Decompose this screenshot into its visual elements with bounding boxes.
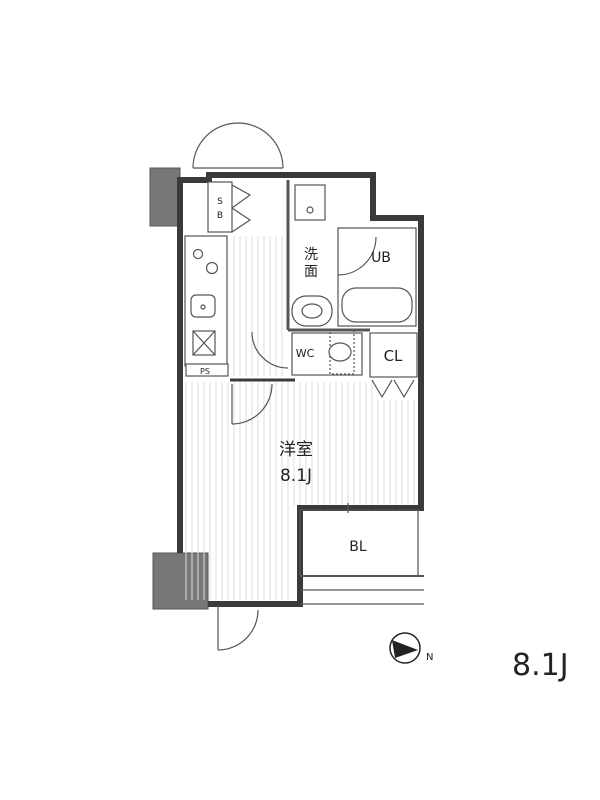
washroom-label-1: 洗 [304, 247, 318, 263]
column-top-left [149, 167, 181, 227]
compass-north-label: N [426, 652, 433, 663]
shoe-box-label-s: S [217, 197, 223, 207]
area-caption: 8.1J [512, 648, 569, 683]
wash-basin-icon [291, 295, 333, 327]
kitchen-sink-icon [190, 294, 216, 318]
wc-door-swing [251, 331, 289, 369]
toilet-room [291, 332, 363, 376]
stove-burner-icon [205, 261, 219, 275]
shoe-box-label-b: B [217, 211, 223, 221]
toilet-label: WC [296, 347, 315, 360]
western-room-label: 洋室 [279, 440, 313, 460]
balcony-door-swing [217, 609, 259, 651]
room-door-swing [231, 383, 273, 425]
washroom-label-2: 面 [304, 264, 318, 280]
shoe-box [207, 181, 233, 233]
closet-label: CL [384, 347, 403, 365]
closet [369, 332, 418, 378]
washing-machine-space [294, 184, 326, 221]
bath-door-swing [337, 236, 377, 276]
unit-bath-label: UB [371, 250, 391, 266]
toilet-icon [328, 342, 352, 362]
column-bottom-left [152, 552, 209, 610]
entrance-door-swing [192, 122, 284, 169]
unit-bath [337, 227, 417, 327]
pipe-space-label: PS [200, 367, 210, 376]
pipe-space [185, 363, 229, 377]
stove-burner-icon [192, 248, 204, 260]
bathtub-icon [341, 287, 413, 323]
fridge-space [192, 330, 216, 356]
shoe-box-doors [231, 184, 252, 233]
closet-doors [371, 379, 415, 399]
balcony-label: BL [349, 539, 367, 555]
western-room-size: 8.1J [280, 466, 312, 486]
compass-icon: N [389, 632, 433, 664]
